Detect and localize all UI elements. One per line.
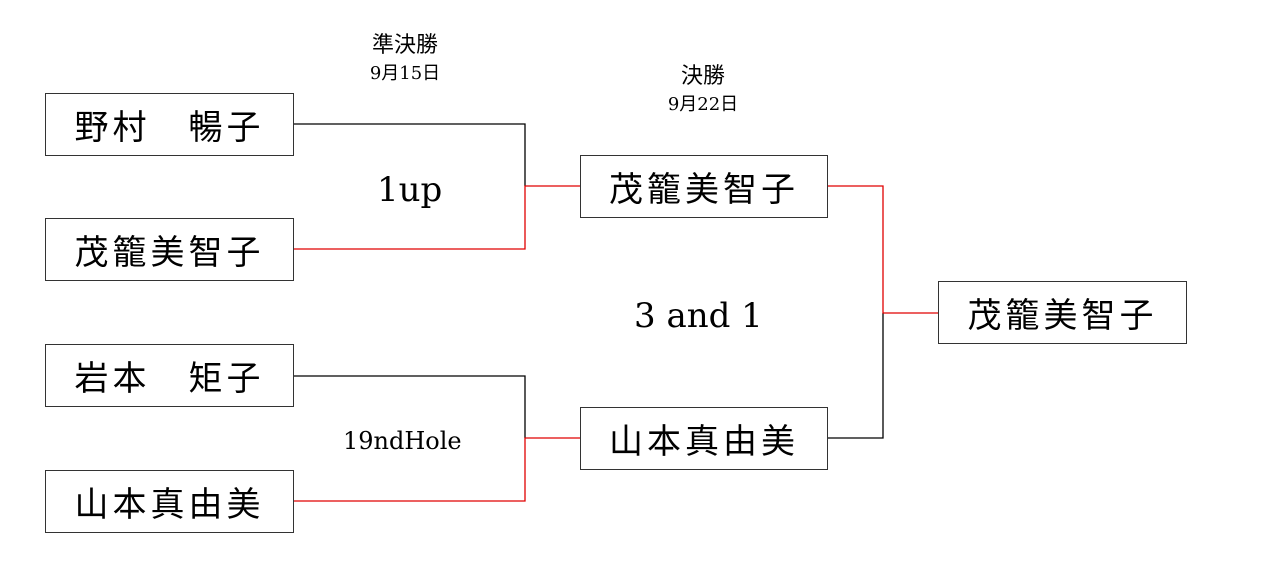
final-score: 3 and 1 [634,296,763,336]
round2-player-2: 山本真由美 [580,407,828,470]
line-r2-p2 [828,313,884,439]
match2-score: 19ndHole [343,427,462,455]
champion-box: 茂籠美智子 [938,281,1187,344]
round1-player-2: 茂籠美智子 [45,218,294,281]
round1-player-1: 野村 暢子 [45,93,294,156]
line-r1-p1 [293,123,526,186]
round1-player-3: 岩本 矩子 [45,344,294,407]
round2-player-1: 茂籠美智子 [580,155,828,218]
match1-score: 1up [377,170,443,210]
line-r1-p3 [293,375,526,438]
final-date: 9月22日 [667,94,739,115]
final-title: 決勝 [680,64,725,89]
semifinal-header: 準決勝 9月15日 [330,32,480,88]
final-header: 決勝 9月22日 [628,63,778,119]
line-r1-p2-winner [293,185,581,250]
line-r1-p4-winner [293,437,581,502]
round1-player-4: 山本真由美 [45,470,294,533]
semifinal-date: 9月15日 [369,63,441,84]
line-r2-p1-winner [828,185,939,314]
semifinal-title: 準決勝 [371,33,438,58]
